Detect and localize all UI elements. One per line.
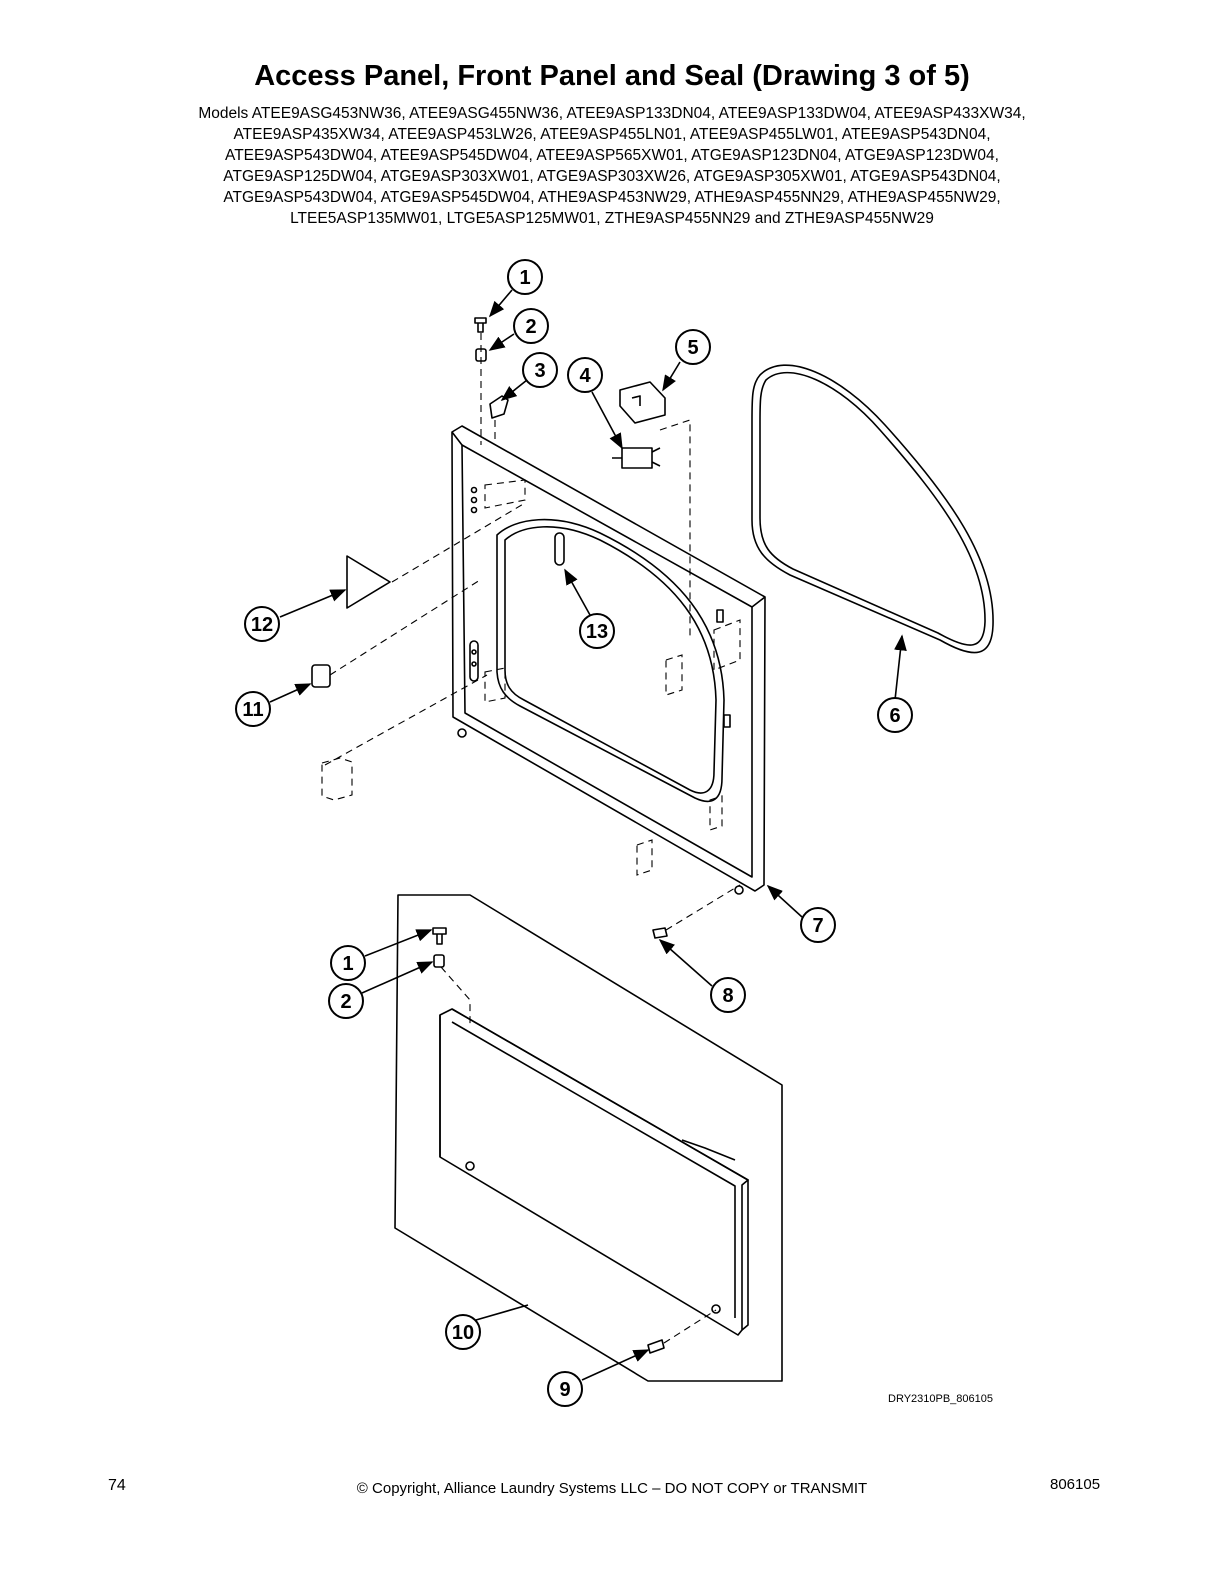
door-switch-drawing <box>612 447 661 469</box>
callout-13-number: 13 <box>586 621 608 643</box>
callout-circle <box>507 259 543 295</box>
nut-lower-drawing <box>433 954 445 968</box>
callout-6-number: 6 <box>889 705 900 727</box>
callout-3-number: 3 <box>534 360 545 382</box>
callout-10-number: 10 <box>452 1322 474 1344</box>
model-list-line: ATGE9ASP543DW04, ATGE9ASP545DW04, ATHE9A… <box>223 189 1001 206</box>
callout-circle <box>235 691 271 727</box>
callout-1-number: 1 <box>342 953 353 975</box>
callout-circle <box>547 1371 583 1407</box>
assembly-dashes <box>321 333 741 1344</box>
screw-top-drawing <box>474 317 487 333</box>
callout-5-number: 5 <box>687 337 698 359</box>
callout-circle <box>522 352 558 388</box>
page-number: 74 <box>108 1477 126 1494</box>
access-panel-group-outline <box>394 894 783 1382</box>
switch-cover-drawing <box>619 381 666 424</box>
page-title: Access Panel, Front Panel and Seal (Draw… <box>254 60 970 92</box>
screw-lower-drawing <box>432 927 447 945</box>
copyright-notice: © Copyright, Alliance Laundry Systems LL… <box>356 1480 868 1497</box>
screw-access-drawing <box>647 1339 665 1354</box>
callout-1-number: 1 <box>519 267 530 289</box>
callout-circle <box>328 983 364 1019</box>
callout-8-number: 8 <box>722 985 733 1007</box>
door-catch-drawing <box>311 664 331 688</box>
screw-front-drawing <box>652 927 668 939</box>
document-number: 806105 <box>1050 1476 1101 1493</box>
callout-circle <box>675 329 711 365</box>
model-list-line: ATEE9ASP435XW34, ATEE9ASP453LW26, ATEE9A… <box>233 126 991 143</box>
model-list-line: ATEE9ASP543DW04, ATEE9ASP545DW04, ATEE9A… <box>225 147 999 164</box>
callout-12-number: 12 <box>251 614 273 636</box>
model-list-line: Models ATEE9ASG453NW36, ATEE9ASG455NW36,… <box>198 105 1026 122</box>
callout-2-number: 2 <box>525 316 536 338</box>
door-seal-drawing <box>751 364 994 654</box>
model-list-line: LTEE5ASP135MW01, LTGE5ASP125MW01, ZTHE9A… <box>290 210 934 227</box>
callout-leaders <box>269 289 907 1381</box>
callout-9-number: 9 <box>559 1379 570 1401</box>
callout-circle <box>330 945 366 981</box>
callout-7-number: 7 <box>812 915 823 937</box>
callout-circle <box>800 907 836 943</box>
callout-circle <box>710 977 746 1013</box>
model-list: Models ATEE9ASG453NW36, ATEE9ASG455NW36,… <box>60 103 1164 229</box>
drawing-code: DRY2310PB_806105 <box>888 1393 993 1405</box>
label-drawing <box>346 555 391 609</box>
callout-circle <box>445 1314 481 1350</box>
front-panel-drawing <box>451 425 766 895</box>
callout-circle <box>877 697 913 733</box>
callout-4-number: 4 <box>579 365 591 387</box>
callout-circle <box>567 357 603 393</box>
callout-circle <box>244 606 280 642</box>
access-panel-drawing <box>439 1008 749 1336</box>
callout-11-number: 11 <box>242 699 263 721</box>
callout-2-number: 2 <box>340 991 351 1013</box>
callout-circle <box>513 308 549 344</box>
model-list-line: ATGE9ASP125DW04, ATGE9ASP303XW01, ATGE9A… <box>223 168 1001 185</box>
clip-drawing <box>489 395 509 419</box>
callout-circle <box>579 613 615 649</box>
